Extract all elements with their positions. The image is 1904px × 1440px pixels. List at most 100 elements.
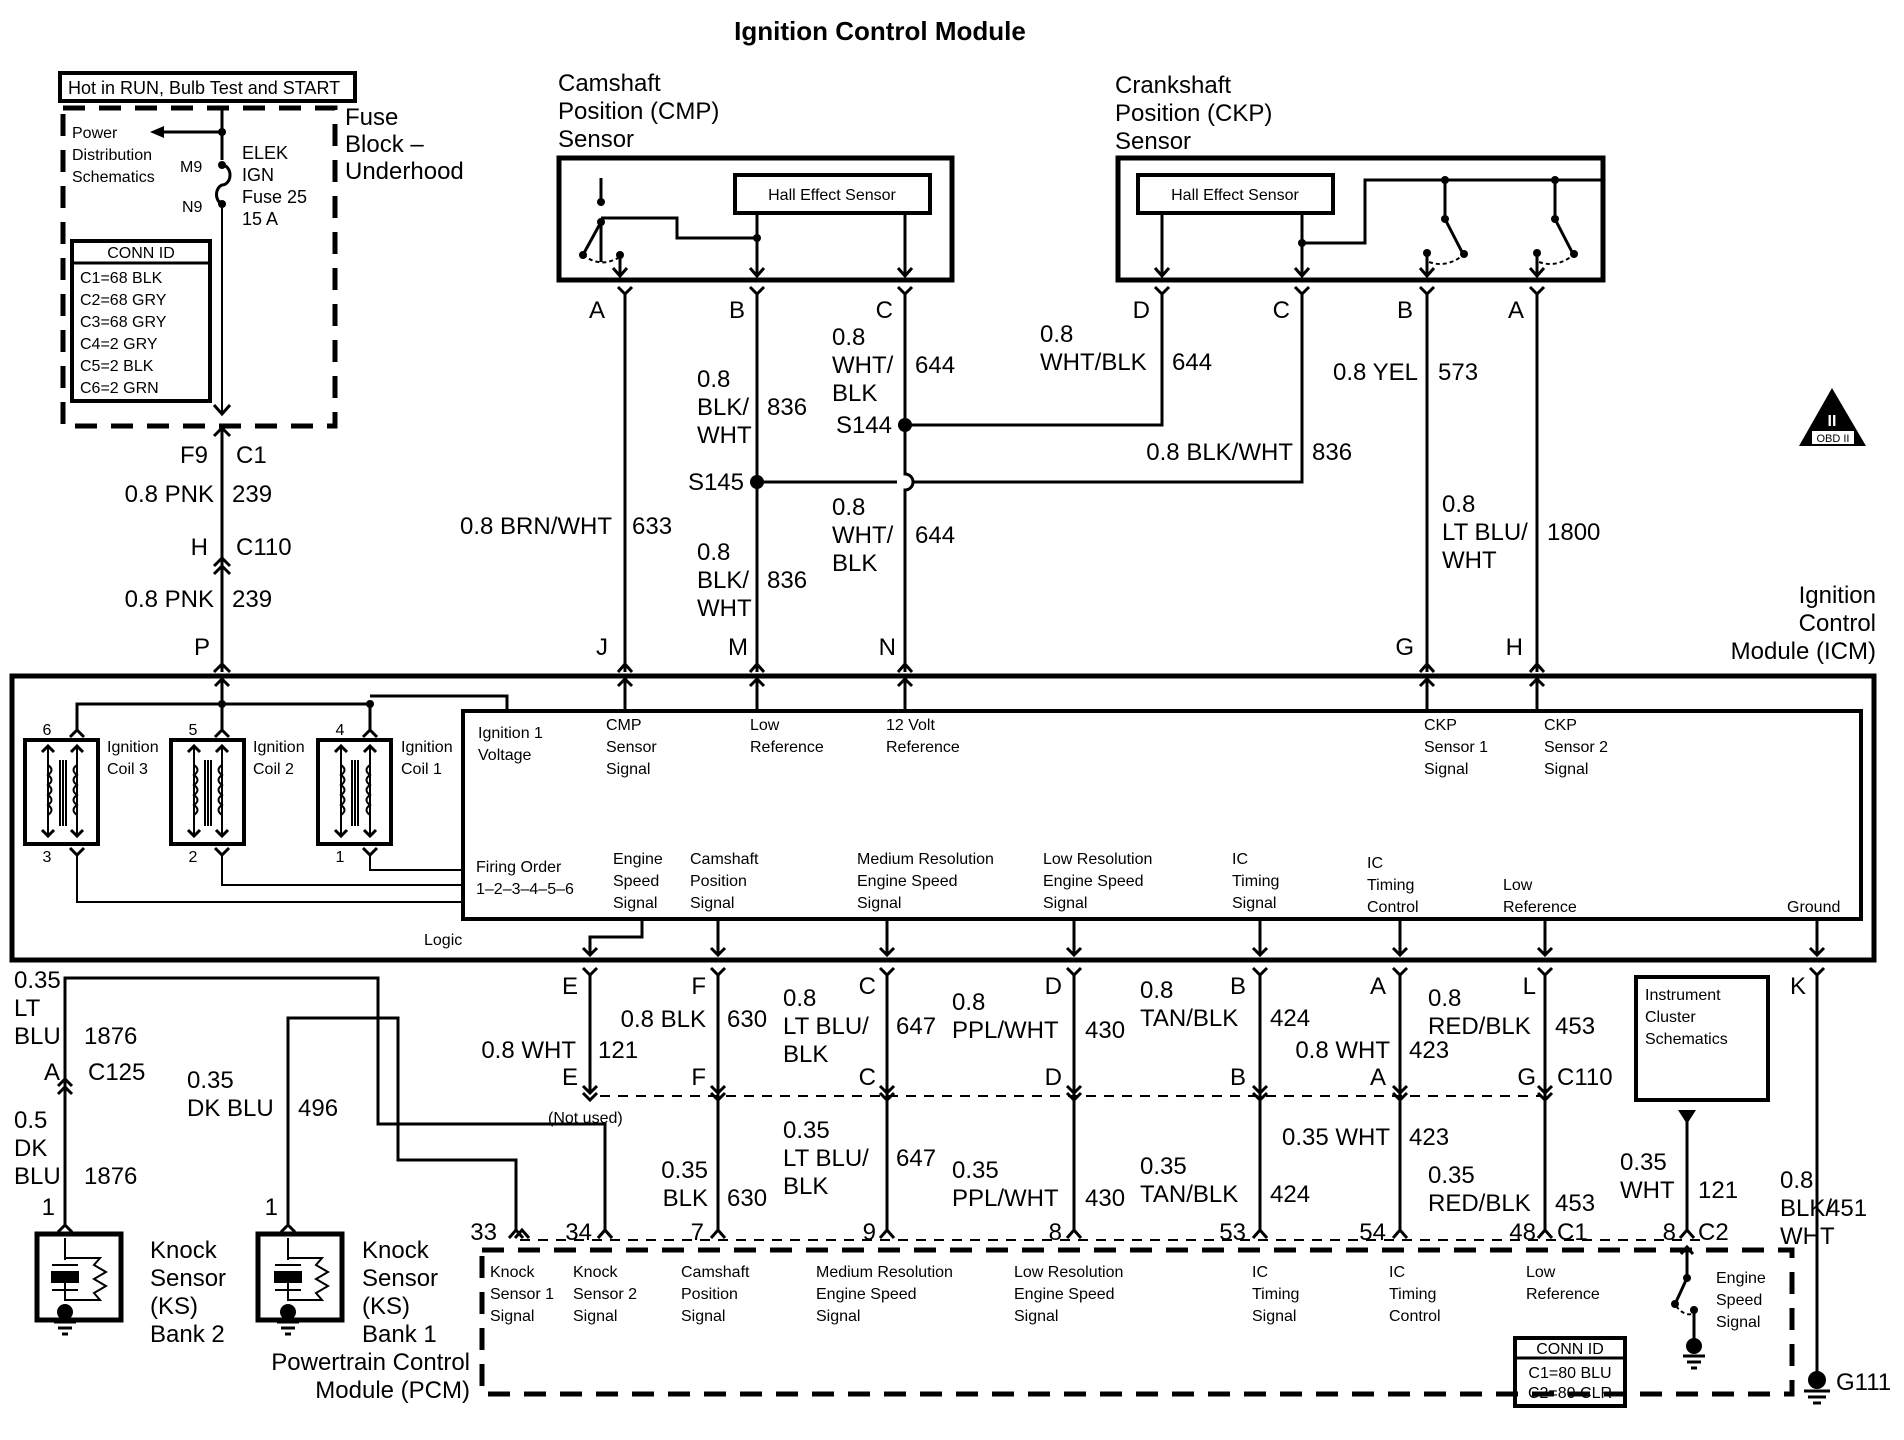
- pcm-pin: 8: [1049, 1219, 1062, 1246]
- wire-color: 0.8 BLK: [621, 1006, 706, 1033]
- pin-d: D: [1045, 1064, 1062, 1091]
- pcm-signal-label: Signal: [1716, 1314, 1760, 1331]
- wire-circuit: 424: [1270, 1181, 1310, 1208]
- pin-g: G: [1517, 1064, 1536, 1091]
- wire-color: DK BLU: [187, 1095, 274, 1122]
- wire-color: 0.8: [1442, 491, 1475, 518]
- pin-a: A: [1370, 1064, 1386, 1091]
- logic-label: Reference: [750, 739, 824, 756]
- pcm-signal-label: Reference: [1526, 1286, 1600, 1303]
- icm-title: Control: [1799, 610, 1876, 637]
- logic-label: Timing: [1367, 877, 1414, 894]
- pcm-pin: 34: [565, 1219, 592, 1246]
- obd-ii-badge: OBD II II: [1799, 388, 1866, 446]
- wire-573-1800: [1425, 294, 1539, 672]
- cmp-title: Position (CMP): [558, 98, 719, 125]
- pcm-signal-label: Position: [681, 1286, 738, 1303]
- lower-wiring: [513, 966, 1826, 1372]
- coil-label: Coil 1: [401, 761, 442, 778]
- logic-label: Signal: [690, 895, 734, 912]
- pin-a: A: [1508, 297, 1524, 324]
- pcm-signal-label: Signal: [1252, 1308, 1296, 1325]
- wire-color: LT BLU/: [783, 1145, 869, 1172]
- power-dist-label: Distribution: [72, 147, 152, 164]
- wire-circuit: 644: [915, 522, 955, 549]
- wire-color: 0.8 PNK: [125, 481, 214, 508]
- pcm-signal-label: Control: [1389, 1308, 1441, 1325]
- wire-color: 0.8: [1040, 321, 1073, 348]
- pcm-pin: 7: [691, 1219, 704, 1246]
- obd-label: OBD II: [1816, 433, 1849, 445]
- ckp-sensor: Crankshaft Position (CKP) Sensor Hall Ef…: [1115, 72, 1606, 283]
- wire-color: 0.8: [697, 366, 730, 393]
- pin-c: C: [859, 973, 876, 1000]
- pin-n: N: [879, 634, 896, 661]
- wire-color: BLK/: [697, 567, 749, 594]
- pcm-pin: 54: [1359, 1219, 1386, 1246]
- logic-label: Signal: [1043, 895, 1087, 912]
- wire-circuit: 424: [1270, 1005, 1310, 1032]
- wire-color: BLK: [832, 380, 877, 407]
- wire-circuit: 630: [727, 1185, 767, 1212]
- logic-label: Sensor 2: [1544, 739, 1608, 756]
- wire-color: DK: [14, 1135, 47, 1162]
- pcm-signal-label: Engine Speed: [1014, 1286, 1115, 1303]
- pcm-module: Powertrain Control Module (PCM) Knock Se…: [271, 1244, 1795, 1408]
- arrow-left-icon: [150, 126, 164, 138]
- firing-order-value: 1–2–3–4–5–6: [476, 881, 574, 898]
- pin-c: C: [859, 1064, 876, 1091]
- wire-633: [616, 285, 634, 672]
- pcm-pin: 48: [1509, 1219, 1536, 1246]
- wire-color: 0.8: [1780, 1167, 1813, 1194]
- logic-label: Medium Resolution: [857, 851, 994, 868]
- wire-color: PPL/WHT: [952, 1185, 1059, 1212]
- pin-b: B: [1230, 1064, 1246, 1091]
- pcm-signal-label: Low Resolution: [1014, 1264, 1123, 1281]
- logic-label: Control: [1367, 899, 1419, 916]
- logic-label: 12 Volt: [886, 717, 935, 734]
- knock-sensor-bank2: 0.35 LT BLU 1876 A C125 0.5 DK BLU 1876 …: [14, 967, 614, 1348]
- wire-color: WHT/: [832, 522, 894, 549]
- coil-winding-icon: [339, 764, 372, 816]
- fuse-conn-id-table: CONN ID C1=68 BLK C2=68 GRY C3=68 GRY C4…: [70, 239, 212, 403]
- pcm-signal-label: IC: [1252, 1264, 1268, 1281]
- wire-circuit: 1876: [84, 1023, 137, 1050]
- wire-color: BLK: [663, 1185, 708, 1212]
- wire-color: WHT: [1620, 1177, 1675, 1204]
- fuse-label: IGN: [242, 165, 274, 185]
- icm-logic-block: [461, 709, 1863, 921]
- wire-circuit: 453: [1555, 1190, 1595, 1217]
- upper-wiring: A B C 0.8 BRN/WHT 633 0.8 BLK/ WHT 836 0…: [460, 285, 1600, 673]
- ignition-voltage-bus: [75, 694, 509, 730]
- pin-n9: N9: [182, 199, 203, 216]
- coil-pin: 4: [336, 722, 345, 739]
- logic-label: Signal: [857, 895, 901, 912]
- wire-circuit: 1876: [84, 1163, 137, 1190]
- ks-label: (KS): [362, 1293, 410, 1320]
- ckp-title: Position (CKP): [1115, 100, 1272, 127]
- connector-c125: C125: [88, 1059, 145, 1086]
- logic-label: CMP: [606, 717, 642, 734]
- wire-color: 0.35: [952, 1157, 999, 1184]
- conn-id-row: C6=2 GRN: [80, 380, 159, 397]
- logic-label: Logic: [424, 932, 462, 949]
- logic-label: IC: [1367, 855, 1383, 872]
- wire-color: 0.8: [697, 539, 730, 566]
- pcm-signal-label: Sensor 1: [490, 1286, 554, 1303]
- pin-c: C: [876, 297, 893, 324]
- pin-k: K: [1790, 973, 1806, 1000]
- pin-a: A: [1370, 973, 1386, 1000]
- instrument-label: Schematics: [1645, 1031, 1728, 1048]
- logic-label: Low: [750, 717, 780, 734]
- coil-label: Ignition: [253, 739, 305, 756]
- wire-color: WHT: [697, 595, 752, 622]
- wire-color: BLK: [783, 1173, 828, 1200]
- coil-pin: 2: [189, 849, 198, 866]
- wire-color: BLU: [14, 1163, 61, 1190]
- pcm-conn-id-table: CONN ID C1=80 BLU C2=80 CLR: [1513, 1336, 1627, 1408]
- hall-effect-label: Hall Effect Sensor: [1171, 187, 1299, 204]
- pin-c: C: [1273, 297, 1290, 324]
- logic-label: Signal: [1424, 761, 1468, 778]
- wire-color: 0.35: [1428, 1162, 1475, 1189]
